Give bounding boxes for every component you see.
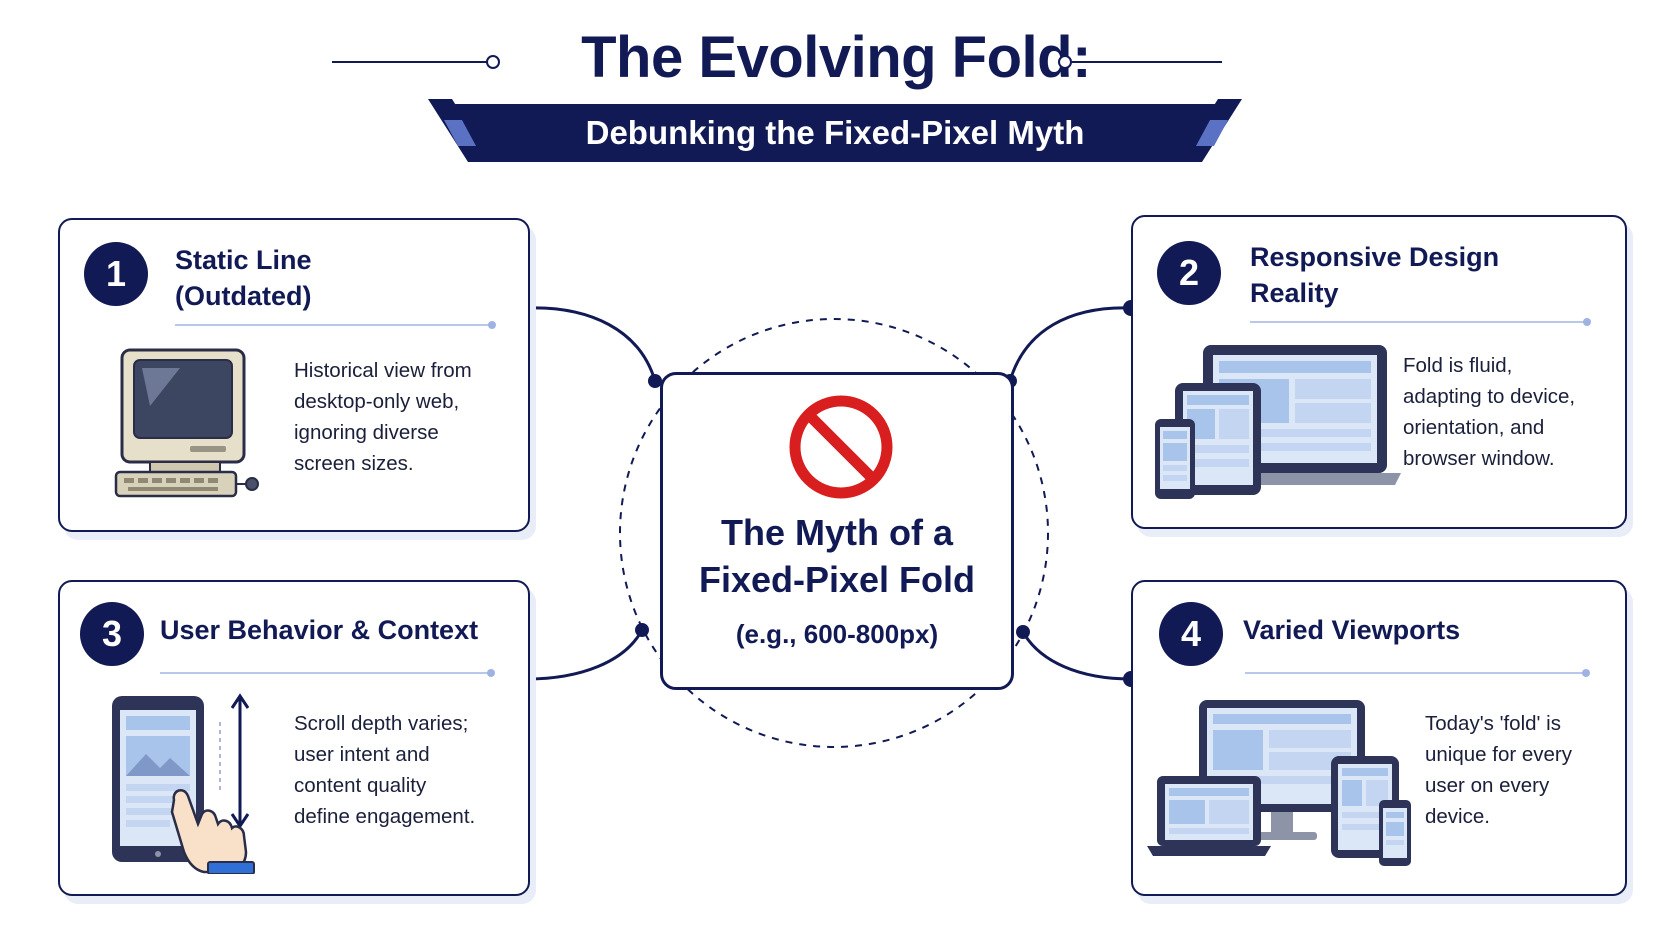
title-rule-right-dot (1058, 55, 1072, 69)
card-text-line: content quality (294, 774, 427, 797)
card-text-line: unique for every (1425, 743, 1573, 766)
center-title-line: Fixed-Pixel Fold (698, 559, 976, 600)
card-text-line: user intent and (294, 743, 430, 766)
card-title: Static Line (Outdated) (175, 242, 312, 314)
card-text-line: ignoring diverse (294, 421, 439, 444)
card-title-line: Responsive Design (1250, 242, 1500, 272)
center-myth-box: The Myth of a Fixed-Pixel Fold (e.g., 60… (660, 372, 1014, 690)
card-text-line: define engagement. (294, 805, 476, 828)
center-example: (e.g., 600-800px) (735, 619, 939, 649)
card-title-line: Varied Viewports (1243, 615, 1461, 645)
subtitle-banner: Debunking the Fixed-Pixel Myth (455, 104, 1215, 162)
card-text-line: browser window. (1403, 447, 1555, 470)
title-rule-right (1072, 61, 1222, 63)
card-title: Varied Viewports (1243, 612, 1460, 648)
card-text-line: device. (1425, 805, 1490, 828)
page-title: The Evolving Fold: (581, 25, 1091, 90)
title-rule-left-dot (486, 55, 500, 69)
card-responsive-design: 2 Responsive Design Reality Fold is flui… (1131, 215, 1627, 529)
card-text-line: screen sizes. (294, 452, 414, 475)
card-text-line: Scroll depth varies; (294, 712, 469, 735)
card-description: Fold is fluid, adapting to device, orien… (1403, 350, 1575, 474)
card-number-badge: 2 (1157, 241, 1221, 305)
page-subtitle: Debunking the Fixed-Pixel Myth (585, 114, 1085, 151)
center-title-line: The Myth of a (721, 512, 953, 553)
retro-computer-icon (114, 348, 259, 498)
card-divider-dot (1582, 669, 1590, 677)
card-divider-dot (487, 669, 495, 677)
card-divider (160, 672, 490, 674)
card-static-line: 1 Static Line (Outdated) Historical view… (58, 218, 530, 532)
card-text-line: orientation, and (1403, 416, 1545, 439)
card-title-line: User Behavior & Context (160, 615, 479, 645)
card-divider (175, 324, 491, 326)
card-divider-dot (1583, 318, 1591, 326)
card-number-badge: 4 (1159, 602, 1223, 666)
card-description: Scroll depth varies; user intent and con… (294, 708, 475, 832)
card-varied-viewports: 4 Varied Viewports Today's 'fol (1131, 580, 1627, 896)
card-text-line: user on every (1425, 774, 1550, 797)
card-number-badge: 3 (80, 602, 144, 666)
banner-shape (455, 104, 1215, 162)
card-divider-dot (488, 321, 496, 329)
card-user-behavior: 3 User Behavior & Context Scroll depth v… (58, 580, 530, 896)
card-title-line: (Outdated) (175, 281, 312, 311)
card-description: Historical view from desktop-only web, i… (294, 355, 472, 479)
card-text-line: Fold is fluid, (1403, 354, 1513, 377)
card-title: Responsive Design Reality (1250, 239, 1499, 311)
card-number-badge: 1 (84, 242, 148, 306)
card-divider (1250, 321, 1586, 323)
card-text-line: Today's 'fold' is (1425, 712, 1561, 735)
card-title: User Behavior & Context (160, 612, 478, 648)
no-entry-icon (789, 395, 893, 499)
center-title: The Myth of a Fixed-Pixel Fold (663, 509, 1011, 603)
card-divider (1245, 672, 1585, 674)
card-text-line: desktop-only web, (294, 390, 460, 413)
card-title-line: Static Line (175, 245, 312, 275)
card-text-line: Historical view from (294, 359, 472, 382)
card-description: Today's 'fold' is unique for every user … (1425, 708, 1572, 832)
card-title-line: Reality (1250, 278, 1339, 308)
card-text-line: adapting to device, (1403, 385, 1576, 408)
tablet-scroll-hand-icon (112, 693, 255, 874)
responsive-devices-icon (1155, 345, 1401, 499)
multi-device-icon (1147, 700, 1411, 866)
title-rule-left (332, 61, 488, 63)
